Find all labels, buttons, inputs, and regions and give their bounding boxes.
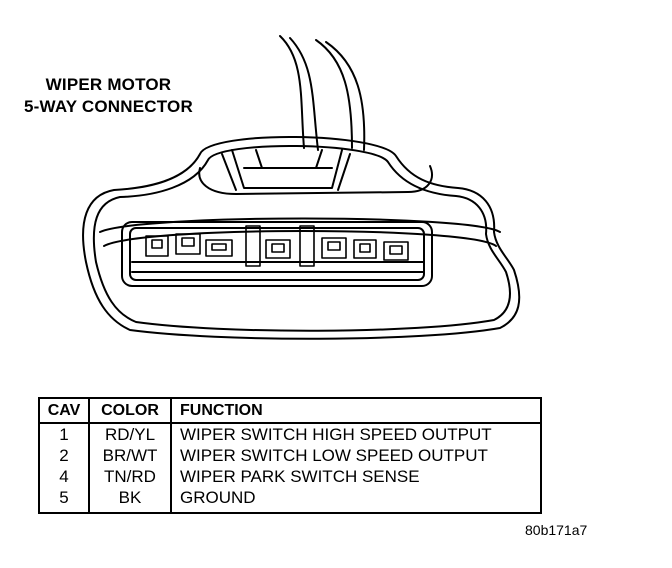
title-line-2: 5-WAY CONNECTOR <box>24 97 193 116</box>
title-line-1: WIPER MOTOR <box>45 75 172 94</box>
cell-cav: 2 <box>38 445 90 466</box>
header-function: FUNCTION <box>171 397 542 424</box>
cell-cav: 5 <box>38 487 90 514</box>
connector-wires <box>279 35 366 151</box>
connector-face <box>121 221 433 287</box>
table-row: 5 BK GROUND <box>38 487 542 514</box>
diagram-title: WIPER MOTOR 5-WAY CONNECTOR <box>24 74 193 118</box>
connector-latch <box>221 149 351 191</box>
table-row: 1 RD/YL WIPER SWITCH HIGH SPEED OUTPUT <box>38 423 542 445</box>
cell-cav: 4 <box>38 466 90 487</box>
cell-color: BK <box>89 487 172 514</box>
connector-illustration <box>82 35 521 340</box>
cell-color: TN/RD <box>89 466 172 487</box>
table-row: 2 BR/WT WIPER SWITCH LOW SPEED OUTPUT <box>38 445 542 466</box>
figure-id: 80b171a7 <box>525 522 588 538</box>
connector-cavities <box>145 225 409 267</box>
header-cav: CAV <box>38 397 90 424</box>
header-color: COLOR <box>89 397 172 424</box>
pinout-table: CAV COLOR FUNCTION 1 RD/YL WIPER SWITCH … <box>38 397 542 514</box>
cell-function: WIPER SWITCH LOW SPEED OUTPUT <box>171 445 542 466</box>
cell-color: BR/WT <box>89 445 172 466</box>
cell-color: RD/YL <box>89 423 172 445</box>
cell-function: WIPER PARK SWITCH SENSE <box>171 466 542 487</box>
cell-function: WIPER SWITCH HIGH SPEED OUTPUT <box>171 423 542 445</box>
table-header-row: CAV COLOR FUNCTION <box>38 397 542 424</box>
table-row: 4 TN/RD WIPER PARK SWITCH SENSE <box>38 466 542 487</box>
cell-cav: 1 <box>38 423 90 445</box>
cell-function: GROUND <box>171 487 542 514</box>
connector-housing <box>82 135 521 340</box>
